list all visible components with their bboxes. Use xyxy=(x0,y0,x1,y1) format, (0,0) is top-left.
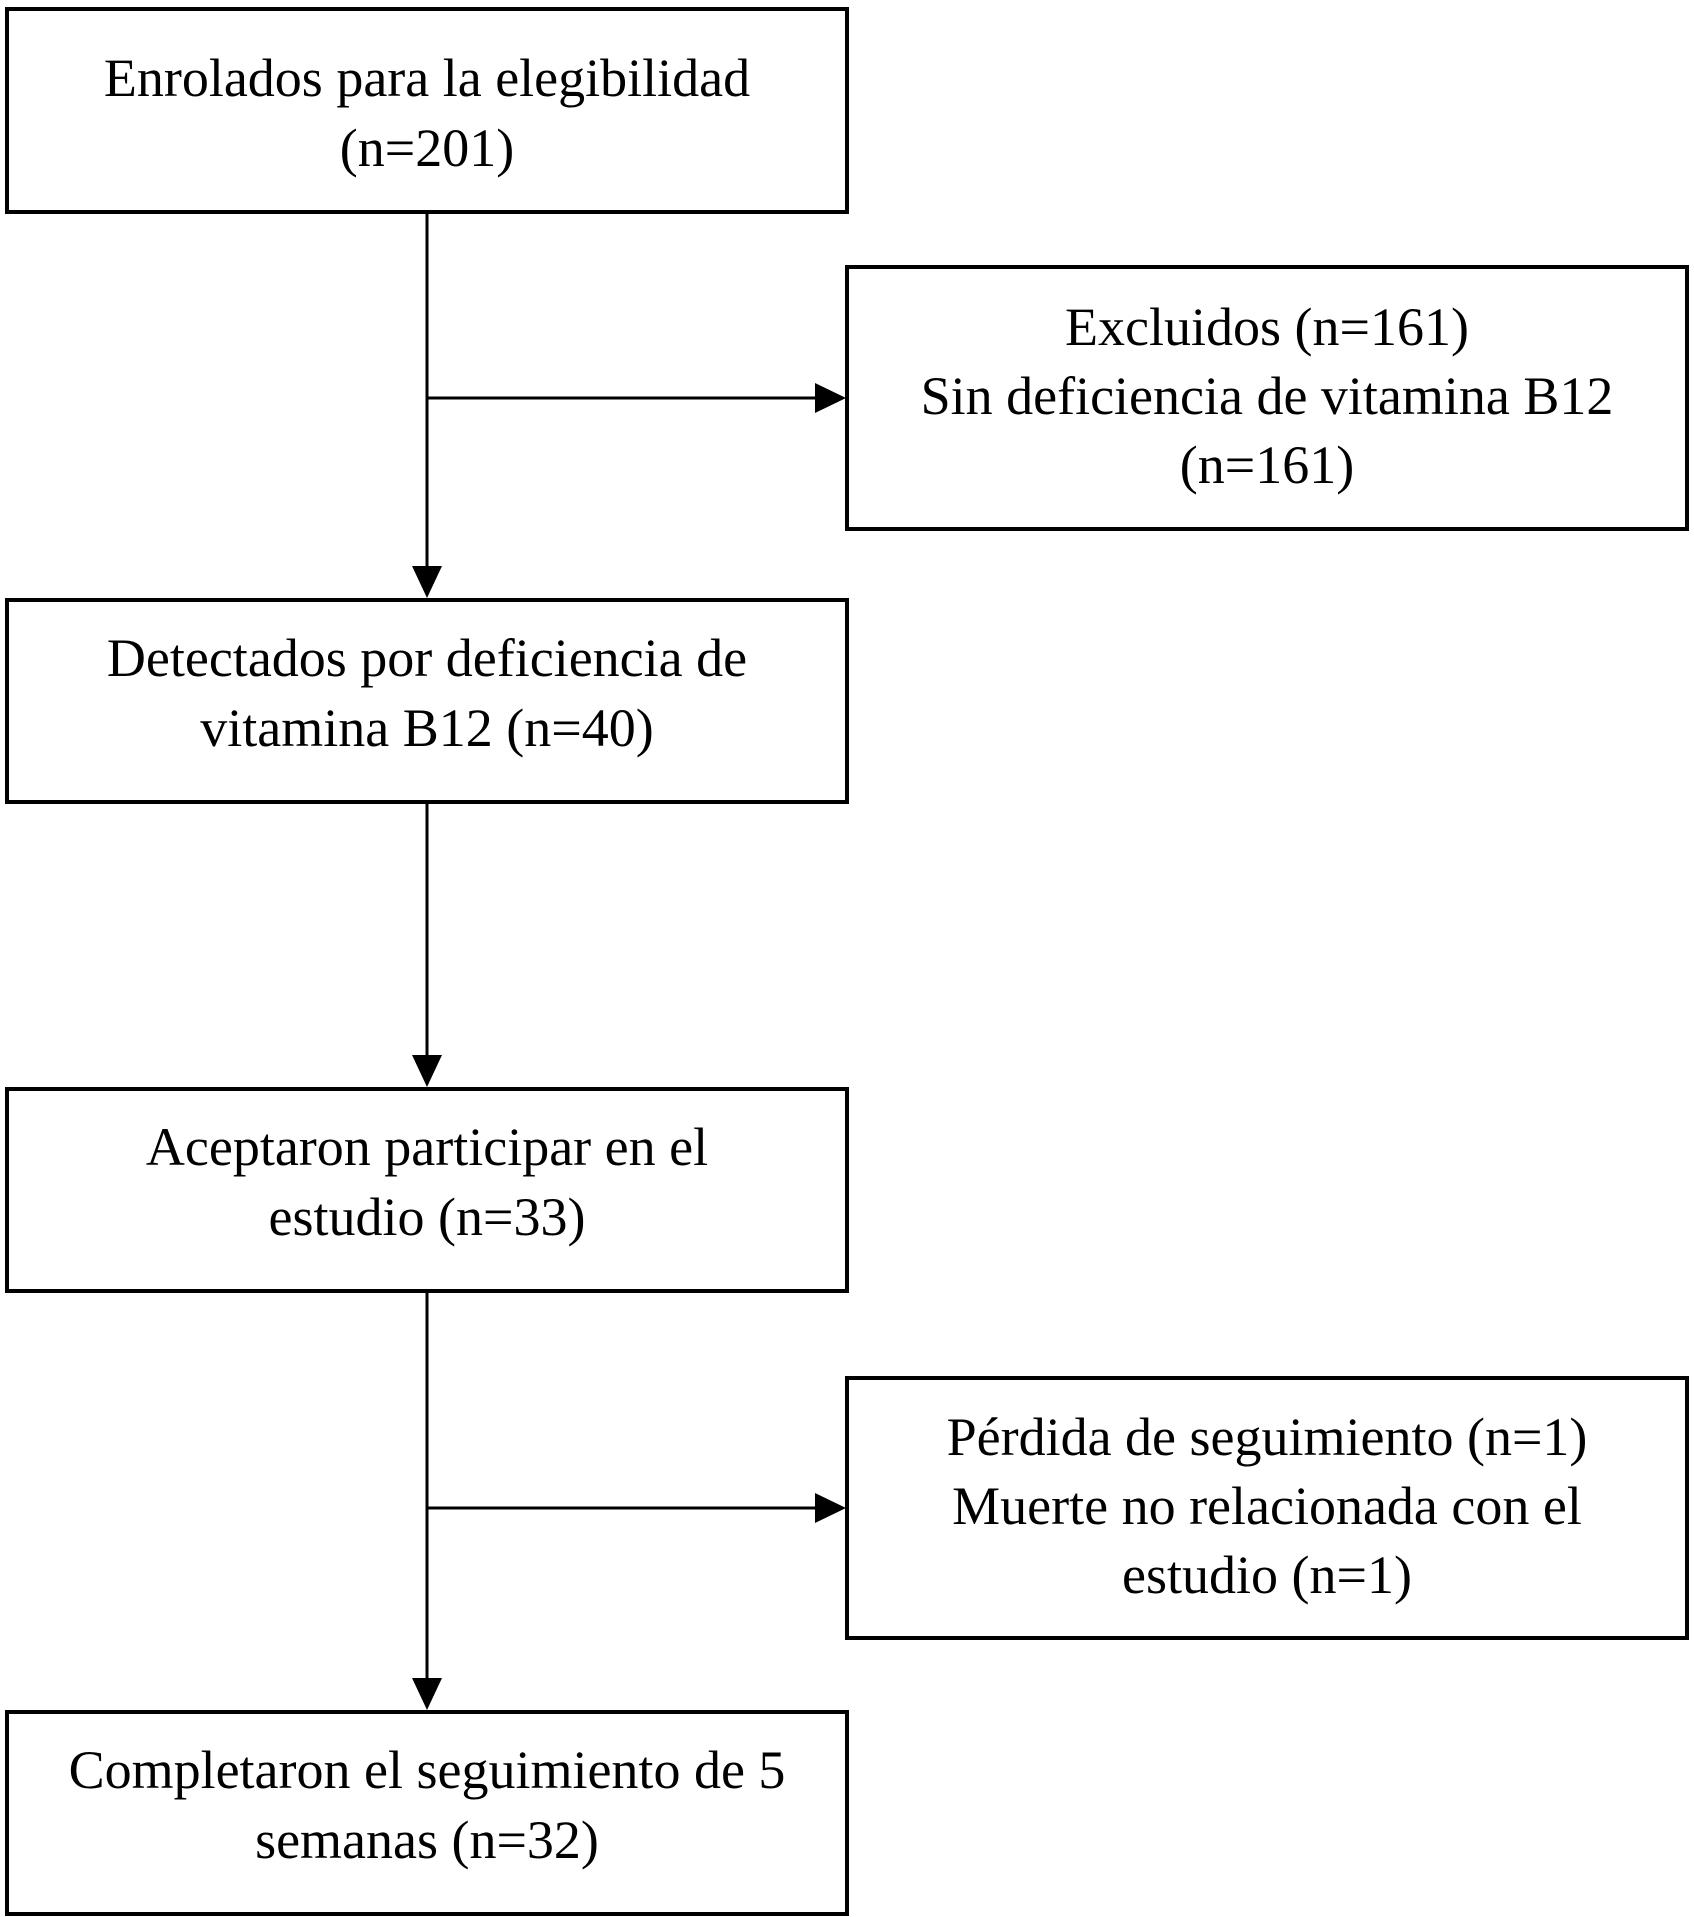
lost-line-3: estudio (n=1) xyxy=(1122,1545,1412,1605)
arrow-detected-to-accepted xyxy=(412,802,442,1087)
enrolled-box: Enrolados para la elegibilidad (n=201) xyxy=(5,7,849,214)
enrolled-line-2: (n=201) xyxy=(340,118,514,178)
lost-followup-box: Pérdida de seguimiento (n=1) Muerte no r… xyxy=(845,1376,1689,1640)
enrolled-line-1: Enrolados para la elegibilidad xyxy=(104,48,750,108)
arrow-enrolled-to-detected xyxy=(412,212,442,598)
detected-box: Detectados por deficiencia de vitamina B… xyxy=(5,598,849,804)
arrow-to-lost-followup xyxy=(427,1493,846,1523)
excluded-line-1: Excluidos (n=161) xyxy=(1065,297,1469,357)
accepted-line-1: Aceptaron participar en el xyxy=(146,1117,708,1177)
excluded-line-2: Sin deficiencia de vitamina B12 xyxy=(921,366,1614,426)
detected-line-1: Detectados por deficiencia de xyxy=(107,628,747,688)
arrow-to-excluded xyxy=(427,383,846,413)
completed-box: Completaron el seguimiento de 5 semanas … xyxy=(5,1710,849,1916)
accepted-line-2: estudio (n=33) xyxy=(269,1187,586,1247)
lost-line-2: Muerte no relacionada con el xyxy=(952,1476,1582,1536)
excluded-line-3: (n=161) xyxy=(1180,435,1354,495)
lost-line-1: Pérdida de seguimiento (n=1) xyxy=(947,1407,1588,1467)
excluded-box: Excluidos (n=161) Sin deficiencia de vit… xyxy=(845,265,1689,531)
arrow-accepted-to-completed xyxy=(412,1291,442,1710)
completed-line-1: Completaron el seguimiento de 5 xyxy=(69,1740,786,1800)
accepted-box: Aceptaron participar en el estudio (n=33… xyxy=(5,1087,849,1293)
completed-line-2: semanas (n=32) xyxy=(255,1810,599,1870)
detected-line-2: vitamina B12 (n=40) xyxy=(200,698,653,758)
